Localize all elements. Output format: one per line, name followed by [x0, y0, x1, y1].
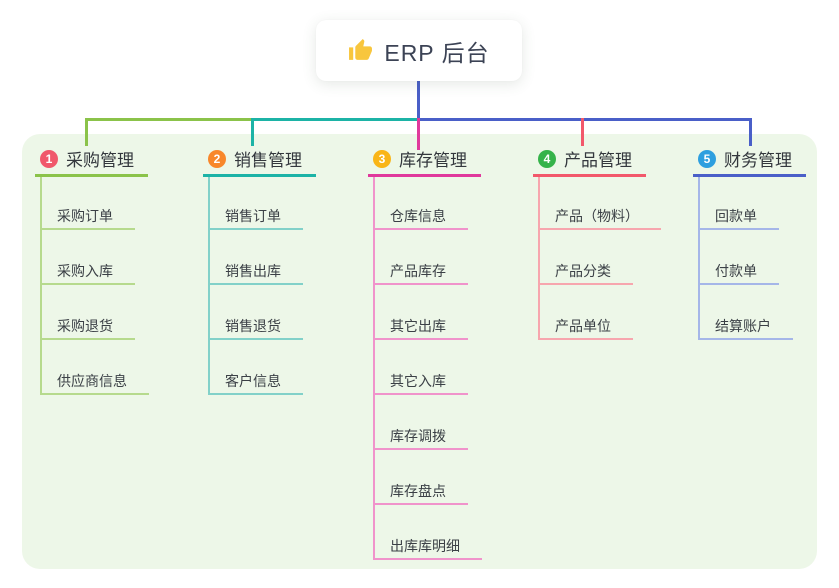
- connector-drop-finance: [749, 118, 752, 146]
- child-node[interactable]: 仓库信息: [373, 206, 468, 230]
- branch-node-sales[interactable]: 2 销售管理: [203, 146, 316, 177]
- child-node[interactable]: 采购入库: [40, 261, 135, 285]
- child-node[interactable]: 其它出库: [373, 316, 468, 340]
- branch-children-line: [698, 177, 700, 340]
- child-node[interactable]: 回款单: [698, 206, 779, 230]
- branch-number-badge: 5: [698, 149, 716, 168]
- child-node[interactable]: 付款单: [698, 261, 779, 285]
- thumbs-up-icon: [349, 39, 373, 60]
- connector-drop-purchase: [85, 118, 88, 146]
- connector-drop-sales: [251, 118, 254, 146]
- branch-node-label: 库存管理: [399, 151, 467, 170]
- child-node[interactable]: 销售退货: [208, 316, 303, 340]
- branch-number-badge: 3: [373, 149, 391, 168]
- child-node[interactable]: 其它入库: [373, 371, 468, 395]
- child-node[interactable]: 采购订单: [40, 206, 135, 230]
- branch-number-badge: 1: [40, 149, 58, 168]
- branch-node-product[interactable]: 4 产品管理: [533, 146, 646, 177]
- child-node[interactable]: 采购退货: [40, 316, 135, 340]
- branch-children-line: [208, 177, 210, 395]
- root-node-label: ERP 后台: [384, 39, 490, 66]
- connector-rail-teal: [252, 118, 419, 121]
- child-node[interactable]: 产品分类: [538, 261, 633, 285]
- connector-rail-blue: [417, 118, 752, 121]
- branch-children-line: [538, 177, 540, 340]
- child-node[interactable]: 产品（物料）: [538, 206, 661, 230]
- connector-root-stem: [417, 81, 420, 118]
- branch-node-finance[interactable]: 5 财务管理: [693, 146, 806, 177]
- connector-drop-inventory: [417, 118, 420, 150]
- branch-number-badge: 4: [538, 149, 556, 168]
- child-node[interactable]: 出库库明细: [373, 536, 482, 560]
- connector-drop-product: [581, 118, 584, 146]
- child-node[interactable]: 库存盘点: [373, 481, 468, 505]
- branch-node-label: 销售管理: [234, 151, 302, 170]
- child-node[interactable]: 产品单位: [538, 316, 633, 340]
- branch-children-line: [373, 177, 375, 560]
- child-node[interactable]: 结算账户: [698, 316, 793, 340]
- connector-rail-green: [85, 118, 254, 121]
- child-node[interactable]: 销售出库: [208, 261, 303, 285]
- child-node[interactable]: 客户信息: [208, 371, 303, 395]
- child-node[interactable]: 销售订单: [208, 206, 303, 230]
- branch-node-inventory[interactable]: 3 库存管理: [368, 146, 481, 177]
- branch-node-label: 产品管理: [564, 151, 632, 170]
- branch-number-badge: 2: [208, 149, 226, 168]
- branch-children-line: [40, 177, 42, 395]
- branch-node-label: 采购管理: [66, 151, 134, 170]
- root-node[interactable]: ERP 后台: [316, 20, 522, 81]
- branch-node-purchase[interactable]: 1 采购管理: [35, 146, 148, 177]
- child-node[interactable]: 供应商信息: [40, 371, 149, 395]
- mindmap-panel: [22, 134, 817, 569]
- child-node[interactable]: 产品库存: [373, 261, 468, 285]
- child-node[interactable]: 库存调拨: [373, 426, 468, 450]
- branch-node-label: 财务管理: [724, 151, 792, 170]
